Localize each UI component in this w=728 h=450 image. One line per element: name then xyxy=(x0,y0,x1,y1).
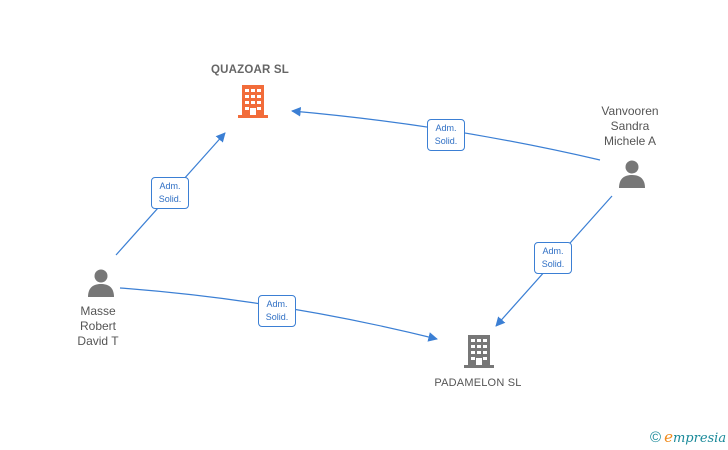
brand-logo-initial: e xyxy=(664,428,673,446)
node-label-masse: Masse Robert David T xyxy=(58,304,138,349)
edge-label-masse-quazoar[interactable]: Adm. Solid. xyxy=(151,177,189,209)
copyright-icon: © xyxy=(650,429,662,446)
name-line: Vanvooren xyxy=(601,104,659,118)
building-icon[interactable] xyxy=(462,334,496,370)
name-line: Sandra xyxy=(610,119,650,133)
person-icon[interactable] xyxy=(86,268,116,298)
name-line: David T xyxy=(77,334,119,348)
edge-label-line: Adm. xyxy=(266,299,288,309)
name-line: Masse xyxy=(80,304,116,318)
brand-logo-text: mpresia xyxy=(672,431,727,446)
edge-label-line: Solid. xyxy=(158,194,182,204)
edge-label-line: Adm. xyxy=(542,246,564,256)
edge-label-line: Adm. xyxy=(435,123,457,133)
edge-label-line: Solid. xyxy=(265,312,289,322)
name-line: Robert xyxy=(79,319,117,333)
building-icon[interactable] xyxy=(236,84,270,120)
person-icon[interactable] xyxy=(617,159,647,189)
node-label-padamelon: PADAMELON SL xyxy=(434,377,522,389)
edge-label-line: Adm. xyxy=(159,181,181,191)
brand-watermark: ©empresia xyxy=(650,428,726,448)
node-label-vanvooren: Vanvooren Sandra Michele A xyxy=(585,104,675,149)
edge-label-vanvooren-padamelon[interactable]: Adm. Solid. xyxy=(534,242,572,274)
edge-label-line: Solid. xyxy=(434,136,458,146)
edge-label-vanvooren-quazoar[interactable]: Adm. Solid. xyxy=(427,119,465,151)
edge-label-masse-padamelon[interactable]: Adm. Solid. xyxy=(258,295,296,327)
edge-label-line: Solid. xyxy=(541,259,565,269)
name-line: Michele A xyxy=(603,134,657,148)
node-label-quazoar: QUAZOAR SL xyxy=(210,64,290,76)
